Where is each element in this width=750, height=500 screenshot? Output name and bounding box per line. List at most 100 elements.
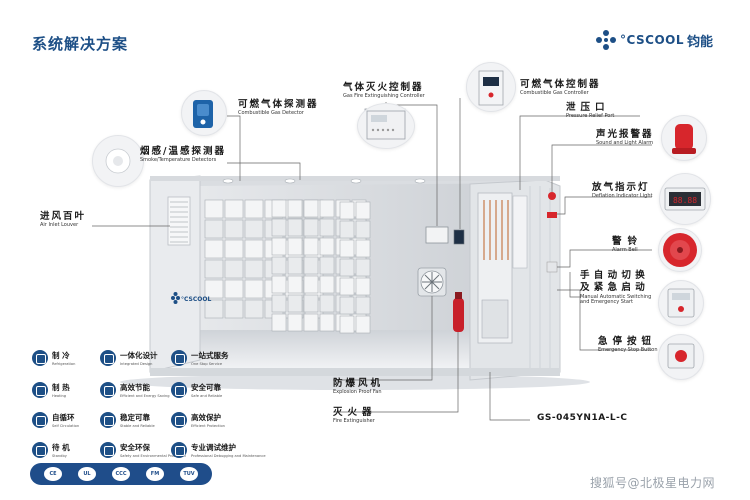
feature-icon <box>32 412 48 428</box>
battery-module <box>271 199 287 218</box>
feature-sublabel: Integrated Design <box>120 362 153 366</box>
battery-module <box>224 199 244 219</box>
alarm-bell-disc <box>658 228 702 272</box>
fire-extinguisher-cylinder <box>453 292 464 332</box>
feature-sublabel: Efficient Protection <box>191 424 225 428</box>
battery-module <box>244 239 264 259</box>
callout-fire-controller-en: Gas Fire Extinguishing Controller <box>343 93 425 100</box>
callout-manual-switch-cn2: 及 紧 急 启 动 <box>580 282 646 294</box>
callout-gas-detector: 可燃气体探测器 Combustible Gas Detector <box>238 99 319 117</box>
battery-module <box>287 275 303 294</box>
battery-module <box>287 256 303 275</box>
explosion-fan <box>417 267 447 297</box>
battery-module <box>224 239 244 259</box>
battery-module <box>355 258 371 277</box>
feature-icon <box>100 412 116 428</box>
callout-extinguisher-en: Fire Extinguisher <box>333 418 375 425</box>
feature-text: 高效保护 Efficient Protection <box>191 412 225 428</box>
callout-extinguisher-cn: 灭火器 <box>333 407 377 418</box>
container-floor <box>155 330 545 372</box>
battery-module <box>303 237 319 256</box>
battery-module <box>355 277 371 296</box>
snowflake-logo-icon <box>596 30 616 50</box>
battery-module <box>244 199 264 219</box>
feature-sublabel: Efficient and Energy Saving <box>120 394 170 398</box>
fire-controller-disc <box>357 103 415 149</box>
sound-alarm-disc <box>661 115 707 161</box>
callout-pressure-relief-en: Pressure Relief Port <box>566 113 615 120</box>
battery-module <box>244 259 264 279</box>
watermark: 搜狐号@北极星电力网 <box>590 476 716 490</box>
cert-badge: UL <box>78 467 96 481</box>
callout-smoke-detector: 烟感/温感探测器 Smoke/Temperature Detectors <box>140 146 226 164</box>
callout-pressure-relief: 泄压口 Pressure Relief Port <box>566 102 615 120</box>
feature-sublabel: Stable and Reliable <box>120 424 155 428</box>
battery-module <box>224 299 244 319</box>
battery-module <box>244 299 264 319</box>
callout-manual-switch-en: Manual Automatic Switching and Emergency… <box>580 293 652 306</box>
callout-gas-controller-cn: 可燃气体控制器 <box>520 79 601 90</box>
smoke-detector-disc <box>92 135 144 187</box>
battery-module <box>244 279 264 299</box>
battery-module <box>271 218 287 237</box>
callout-deflation-light-en: Deflation Indicator Light <box>592 193 653 200</box>
feature-icon <box>171 382 187 398</box>
feature-label: 制 热 <box>52 383 70 392</box>
battery-module <box>271 313 287 332</box>
callout-deflation-light-cn: 放气指示灯 <box>592 182 650 193</box>
battery-module <box>303 218 319 237</box>
callout-emergency-stop: 急停按钮 Emergency Stop Button <box>598 336 658 354</box>
battery-module <box>303 313 319 332</box>
battery-module <box>339 239 355 258</box>
battery-module <box>271 294 287 313</box>
side-deflation-light <box>547 212 557 218</box>
cert-badge: CCC <box>112 467 130 481</box>
battery-rack-3 <box>339 201 371 334</box>
page-title: 系统解决方案 <box>32 35 129 53</box>
callout-pressure-relief-cn: 泄压口 <box>566 102 610 113</box>
air-inlet-louver <box>167 196 191 246</box>
battery-module <box>204 279 224 299</box>
feature-sublabel: Heating <box>52 394 67 398</box>
hvac-unit <box>477 192 528 344</box>
brand-logo: °CSCOOL 钧能 <box>594 28 718 52</box>
callout-gas-controller-en: Combustible Gas Controller <box>520 90 589 97</box>
battery-module <box>224 219 244 239</box>
feature-sublabel: Professional Debugging and Maintenance <box>191 454 266 458</box>
callout-sound-alarm-cn: 声光报警器 <box>596 129 654 140</box>
feature-sublabel: Self Circulation <box>52 424 80 428</box>
callout-deflation-light: 放气指示灯 Deflation Indicator Light <box>592 182 653 200</box>
callout-smoke-detector-cn: 烟感/温感探测器 <box>140 146 226 157</box>
callout-air-inlet-en: Air Inlet Louver <box>40 222 79 229</box>
feature-icon <box>32 350 48 366</box>
callout-emergency-stop-en: Emergency Stop Button <box>598 347 658 354</box>
battery-module <box>319 313 335 332</box>
callout-emergency-stop-cn: 急停按钮 <box>598 336 657 347</box>
gas-controller-panel <box>453 229 465 245</box>
battery-module <box>224 259 244 279</box>
battery-module <box>319 199 335 218</box>
battery-module <box>287 218 303 237</box>
feature-item: 制 热 Heating <box>32 382 70 398</box>
battery-module <box>287 313 303 332</box>
battery-module <box>204 299 224 319</box>
feature-label: 高效保护 <box>191 413 221 422</box>
battery-module <box>303 294 319 313</box>
battery-module <box>355 239 371 258</box>
feature-label: 安全环保 <box>120 443 150 452</box>
battery-module <box>244 219 264 239</box>
battery-module <box>319 294 335 313</box>
battery-module <box>271 256 287 275</box>
gas-controller-disc <box>466 62 516 112</box>
